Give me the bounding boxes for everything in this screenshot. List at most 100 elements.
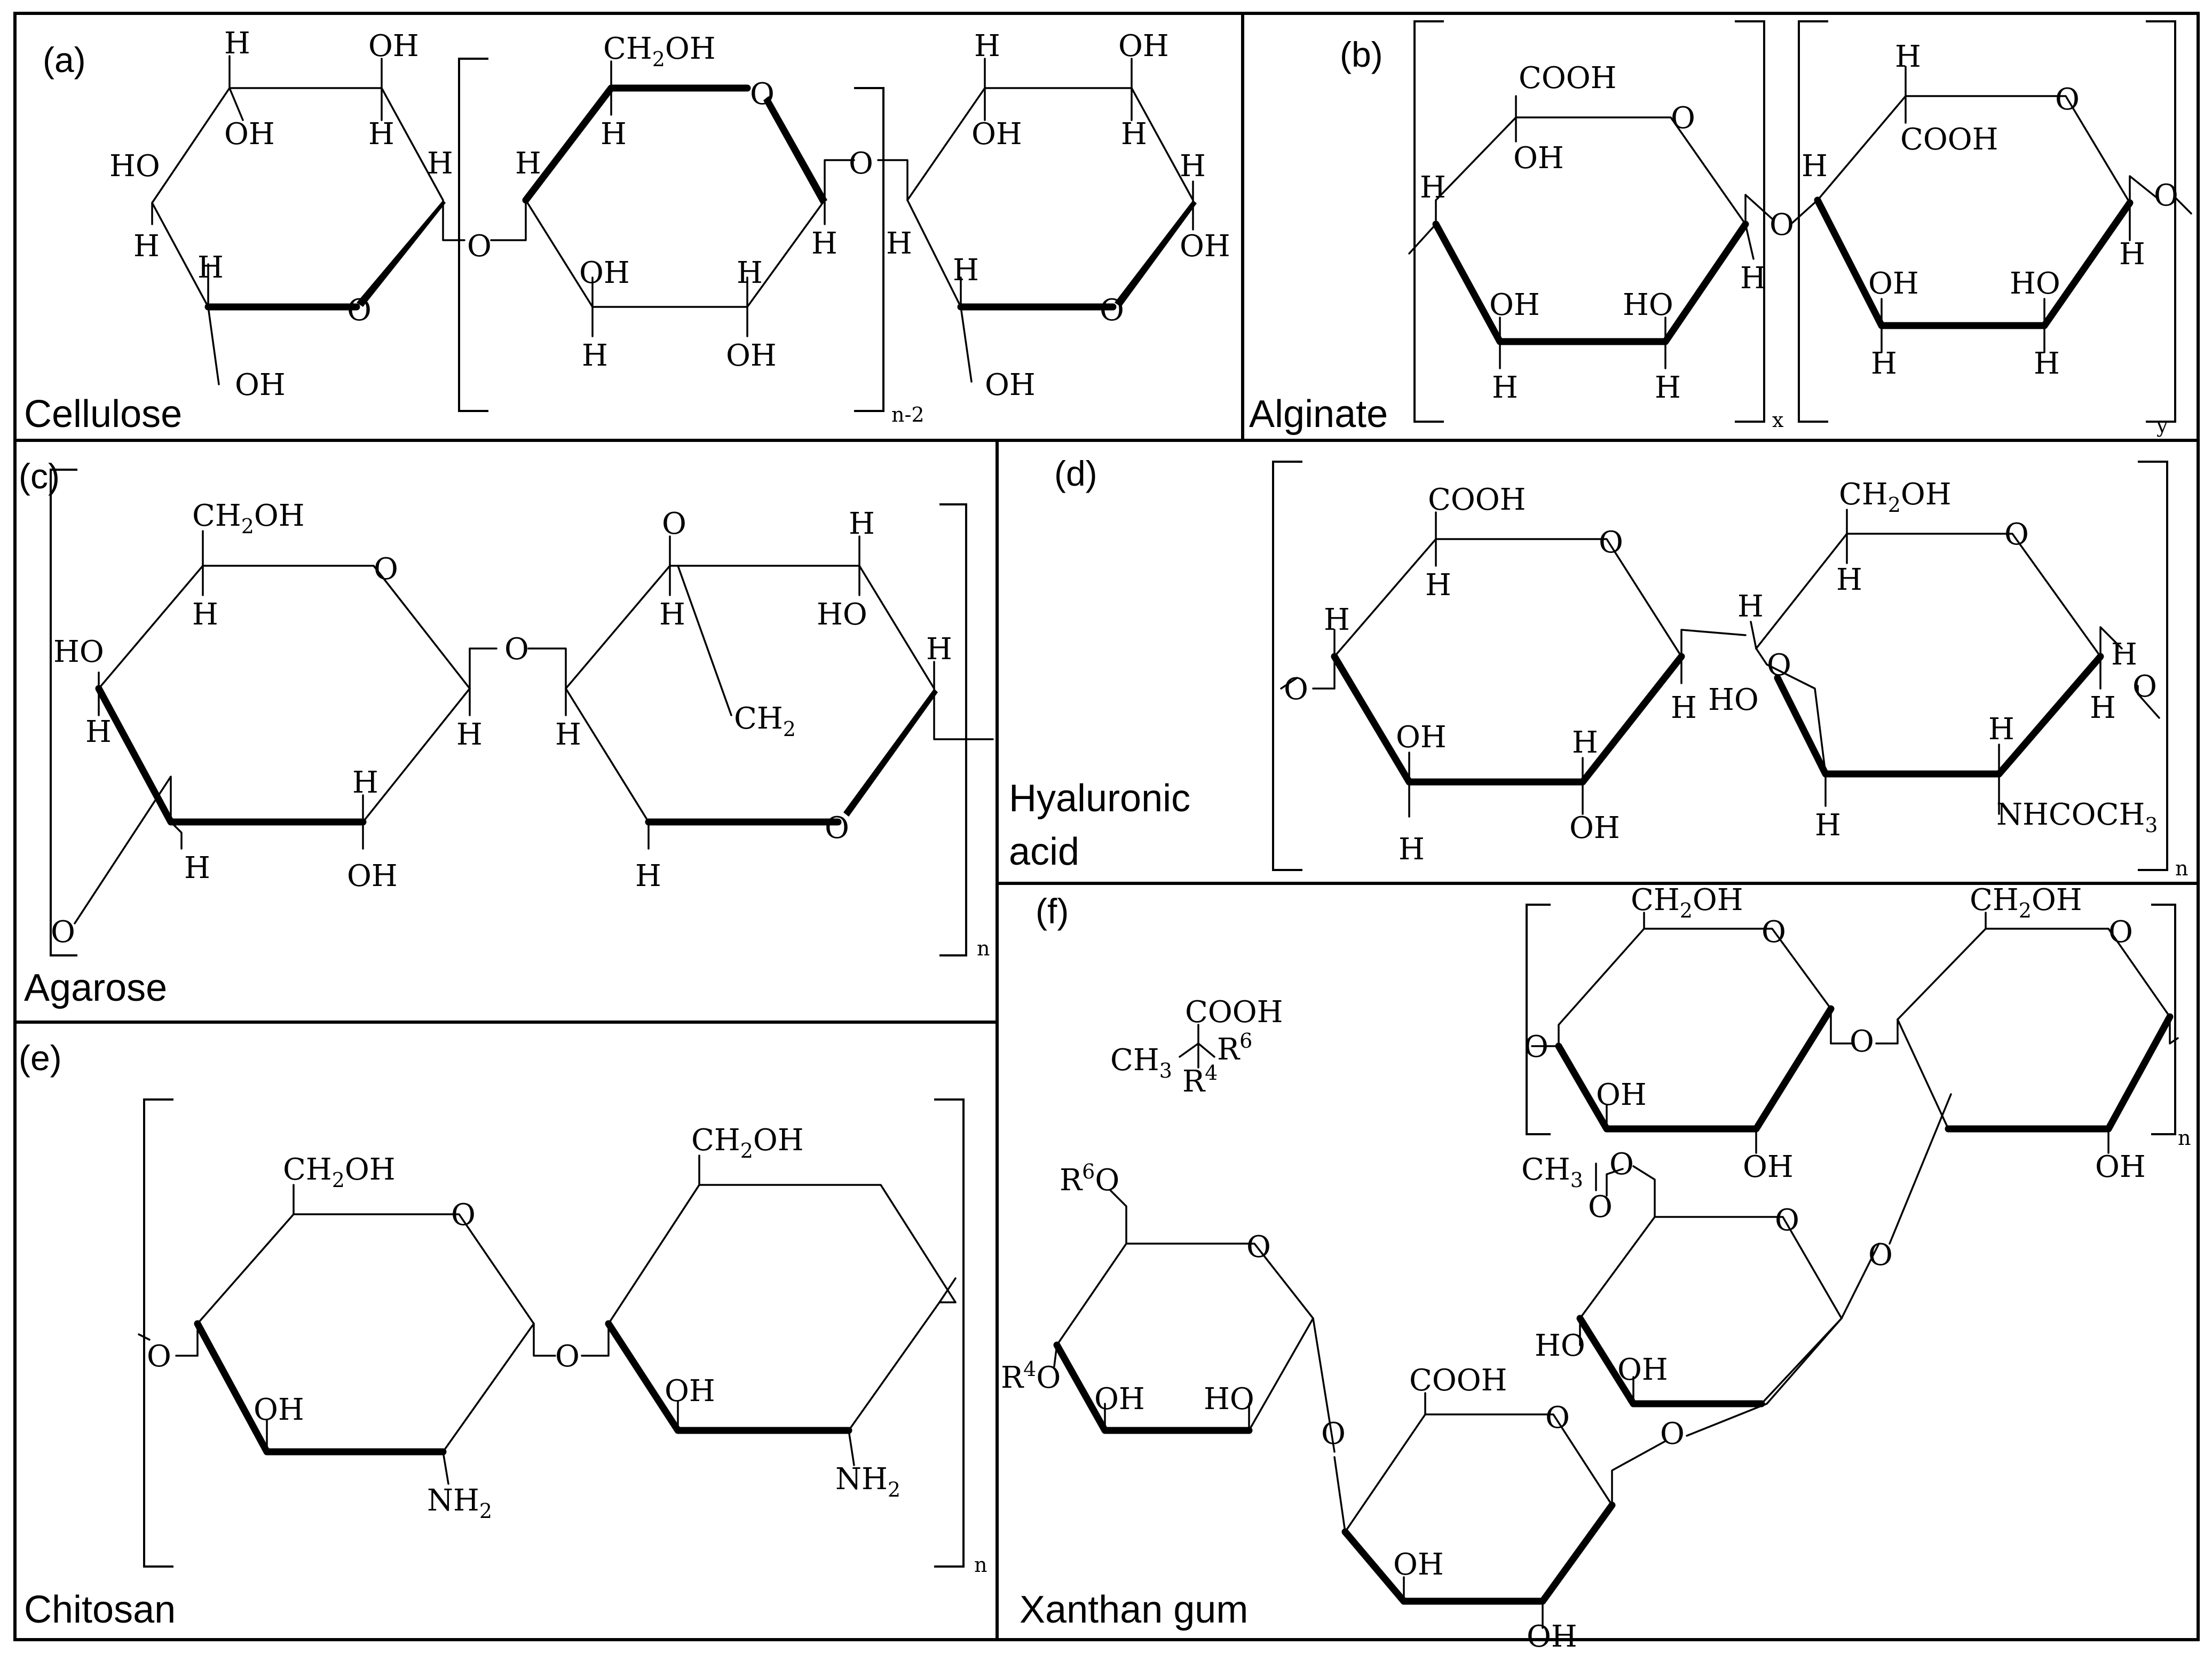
hyaluronic-ring-2: CH2OH H O H O HO H H NHCOCH3 H H O <box>1708 477 2160 843</box>
atom-o: O <box>825 811 849 845</box>
atom-ch2oh: CH2OH <box>1839 477 1952 517</box>
atom-h: H <box>1121 117 1147 152</box>
repeat-count: n <box>2178 1126 2191 1150</box>
atom-cooh: COOH <box>1900 122 1998 157</box>
atom-h: H <box>1492 370 1518 405</box>
panel-a-name: Cellulose <box>24 393 182 436</box>
xanthan-backbone-ring-1: CH2OH O O OH OH <box>1524 883 1853 1184</box>
panel-d-name-line2: acid <box>1009 831 1079 873</box>
repeat-count-x: x <box>1772 408 1783 432</box>
atom-ch2: CH2 <box>734 701 796 741</box>
panel-a-tag: (a) <box>43 40 86 80</box>
panel-a-cellulose: (a) Cellulose H OH OH H H O H H O H OH <box>24 26 1230 436</box>
atom-ho: HO <box>1535 1328 1585 1363</box>
atom-h: H <box>198 250 224 285</box>
atom-oh: OH <box>1396 720 1447 755</box>
panel-c-agarose: (c) Agarose n CH2OH O H HO H H H OH <box>19 456 994 1009</box>
atom-r6: R6 <box>1217 1029 1252 1067</box>
atom-o: O <box>1588 1190 1613 1224</box>
atom-oh: OH <box>971 117 1022 152</box>
atom-oh: OH <box>1180 229 1230 264</box>
panel-b-alginate: (b) Alginate x COOH OH O H OH H HO H H O <box>1249 20 2192 437</box>
xanthan-pyruvate-group: COOH CH3 R6 R4 <box>1110 995 1283 1099</box>
cellulose-ring-3: H OH OH H H OH H H O OH <box>877 29 1230 402</box>
agarose-ring-1: CH2OH O H HO H H H OH H O <box>51 499 497 950</box>
atom-h: H <box>1425 568 1451 603</box>
atom-nhcoch3: NHCOCH3 <box>1996 797 2158 837</box>
atom-h: H <box>192 597 218 632</box>
atom-oh: OH <box>1617 1353 1668 1387</box>
repeat-bracket-right <box>854 87 884 412</box>
atom-oh: OH <box>985 368 1036 402</box>
atom-h: H <box>427 146 453 181</box>
atom-o: O <box>2055 82 2080 117</box>
atom-oh: OH <box>1489 288 1540 322</box>
panel-b-tag: (b) <box>1340 35 1383 74</box>
atom-h: H <box>953 253 979 288</box>
atom-h: H <box>849 507 875 541</box>
atom-oh: OH <box>368 29 419 64</box>
atom-ch2oh: CH2OH <box>1631 883 1743 922</box>
panel-f-tag: (f) <box>1036 891 1069 931</box>
atom-o: O <box>849 146 873 181</box>
atom-ch2oh: CH2OH <box>1970 883 2082 922</box>
repeat-bracket-right <box>2146 20 2176 423</box>
atom-oh: OH <box>1527 1619 1577 1653</box>
atom-h: H <box>1802 149 1828 184</box>
atom-o: O <box>1660 1417 1685 1451</box>
atom-o: O <box>347 293 372 328</box>
atom-oh: OH <box>1868 266 1919 301</box>
atom-h: H <box>737 256 763 290</box>
atom-o: O <box>51 915 75 950</box>
atom-h: H <box>1655 370 1681 405</box>
atom-h: H <box>1180 149 1206 184</box>
atom-cooh: COOH <box>1185 995 1283 1030</box>
repeat-bracket-left <box>143 1098 173 1568</box>
atom-h: H <box>2111 637 2137 672</box>
atom-h: H <box>1871 346 1897 381</box>
atom-o: O <box>1767 648 1791 683</box>
atom-h: H <box>2034 346 2060 381</box>
atom-o: O <box>1850 1024 1874 1059</box>
atom-ch2oh: CH2OH <box>192 499 305 538</box>
atom-o: O <box>504 632 529 667</box>
atom-h: H <box>2090 691 2116 725</box>
alginate-ring-1: COOH OH O H OH H HO H H <box>1408 61 1773 405</box>
atom-oh: OH <box>254 1393 304 1427</box>
atom-r6o: R6O <box>1060 1160 1119 1198</box>
repeat-count: n-2 <box>891 403 925 426</box>
atom-h: H <box>224 26 250 61</box>
repeat-bracket-left <box>1526 904 1551 1135</box>
atom-cooh: COOH <box>1409 1363 1507 1398</box>
xanthan-backbone-ring-2: CH2OH O OH <box>1889 883 2179 1245</box>
atom-o: O <box>1769 208 1794 242</box>
atom-h: H <box>1740 261 1766 296</box>
atom-oh: OH <box>579 256 630 290</box>
atom-o: O <box>2132 669 2157 704</box>
panel-d-hyaluronic-acid: (d) Hyaluronic acid n COOH H O H O OH <box>1009 454 2188 880</box>
atom-oh: OH <box>224 117 275 152</box>
atom-ho: HO <box>1623 288 1673 322</box>
hyaluronic-ring-1: COOH H O H O OH H H OH H <box>1280 483 1747 867</box>
atom-oh: OH <box>1596 1078 1647 1112</box>
atom-ho: HO <box>53 635 104 669</box>
atom-h: H <box>1399 832 1425 867</box>
atom-o: O <box>1868 1238 1893 1272</box>
atom-ch2oh: CH2OH <box>603 31 716 71</box>
atom-h: H <box>1737 589 1764 624</box>
repeat-bracket-right <box>2151 904 2176 1135</box>
atom-h: H <box>1895 39 1921 74</box>
atom-h: H <box>352 765 378 800</box>
atom-ch2oh: CH2OH <box>283 1152 396 1192</box>
panel-d-tag: (d) <box>1054 454 1097 493</box>
atom-o: O <box>2154 178 2178 213</box>
repeat-count-y: y <box>2156 414 2168 437</box>
panel-e-chitosan: (e) Chitosan n CH2OH O O OH NH2 O <box>19 1038 987 1631</box>
atom-o: O <box>1671 101 1695 136</box>
atom-oh: OH <box>347 859 398 893</box>
atom-o: O <box>2004 517 2029 552</box>
atom-o: O <box>555 1339 580 1374</box>
panel-a-frame <box>13 12 1244 442</box>
xanthan-side-ring-left: R6O O R4O OH HO O <box>1001 1160 1346 1453</box>
